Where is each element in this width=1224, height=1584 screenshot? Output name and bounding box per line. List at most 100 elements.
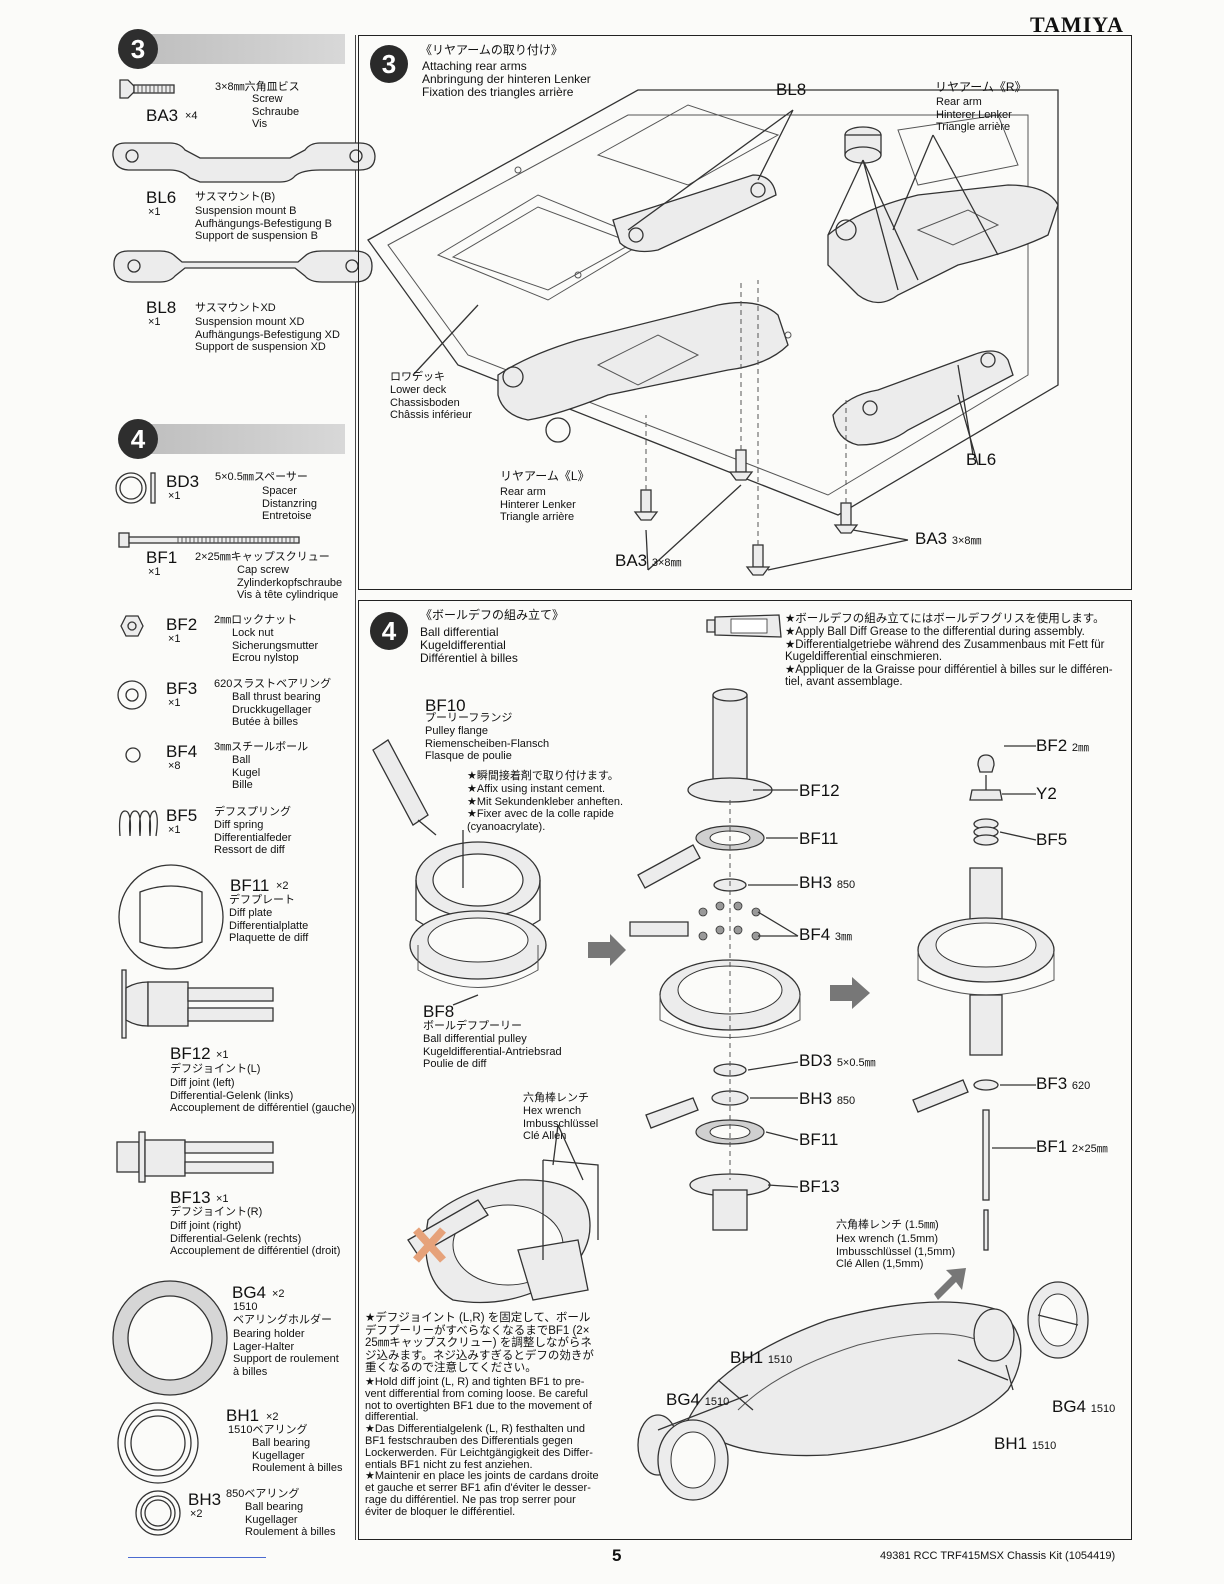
bf2-qty: ×1 — [168, 633, 181, 645]
callout-bh3-top-sub: 850 — [836, 879, 856, 891]
bf4-jp: 3㎜スチールボール — [214, 741, 309, 753]
callout-bg4-left-code: BG4 — [666, 1390, 701, 1409]
bl8-jp: サスマウントXD — [195, 302, 276, 314]
ba3-qty: ×4 — [185, 110, 198, 122]
bf4-ball-icon — [125, 747, 141, 763]
bf4-names: Ball Kugel Bille — [232, 754, 261, 791]
rear-arm-l-names: Rear arm Hinterer Lenker Triangle arrièr… — [500, 486, 576, 523]
callout-bh3-bottom: BH3 850 — [799, 1089, 855, 1109]
bf2-jp: 2㎜ロックナット — [214, 614, 298, 626]
bf5-spring-icon — [118, 810, 158, 837]
step4-parts-bar — [130, 424, 345, 454]
step4-number: 4 — [370, 612, 408, 650]
cement-note-jp: ★瞬間接着剤で取り付けます。 — [467, 770, 619, 782]
step3-parts-bar — [130, 34, 345, 64]
ba3-screw-icon — [119, 79, 175, 99]
step3-number: 3 — [370, 45, 408, 83]
bf5-jp: デフスプリング — [214, 806, 291, 818]
bh3-jp: 850ベアリング — [226, 1488, 300, 1500]
bl6-code: BL6 — [146, 188, 177, 207]
callout-bf2-code: BF2 — [1036, 736, 1068, 755]
step4-title: Ball differential Kugeldifferential Diff… — [420, 625, 518, 665]
callout-y2: Y2 — [1036, 784, 1057, 803]
callout-bd3-sub: 5×0.5㎜ — [836, 1057, 876, 1069]
tighten-note-jp: ★デフジョイント (L,R) を固定して、ボール デフプーリーがすべらなくなるま… — [365, 1312, 594, 1374]
callout-bg4-right-code: BG4 — [1052, 1397, 1087, 1416]
bf3-names: Ball thrust bearing Druckkugellager Buté… — [232, 691, 321, 728]
ba3-names: Screw Schraube Vis — [252, 93, 300, 130]
bf4-code: BF4 — [166, 742, 198, 761]
callout-bf3-code: BF3 — [1036, 1074, 1068, 1093]
bh3-bearing-icon — [135, 1490, 181, 1536]
bd3-qty: ×1 — [168, 490, 181, 502]
step3-ba3-left: BA3 3×8㎜ — [615, 551, 682, 571]
bl6-jp: サスマウント(B) — [195, 191, 276, 203]
callout-bf2: BF2 2㎜ — [1036, 736, 1089, 756]
bl6-mount-icon — [112, 142, 376, 183]
callout-bf12: BF12 — [799, 781, 840, 800]
bl6-qty: ×1 — [148, 206, 161, 218]
bh3-code: BH3 — [188, 1490, 222, 1509]
bh1-names: Ball bearing Kugellager Roulement à bill… — [252, 1437, 343, 1474]
grease-note-jp: ★ボールデフの組み立てにはボールデフグリスを使用します。 — [785, 613, 1105, 625]
bd3-code: BD3 — [166, 472, 200, 491]
callout-bh1-right-code: BH1 — [994, 1434, 1028, 1453]
step3-label-bl6: BL6 — [966, 450, 997, 469]
callout-bf11-bottom: BF11 — [799, 1130, 839, 1149]
callout-bg4-left: BG4 1510 — [666, 1390, 729, 1410]
bf13-diff-joint-icon — [116, 1131, 274, 1183]
bh1-bearing-icon — [117, 1402, 199, 1484]
bf11-code: BF11 — [230, 876, 270, 895]
bl6-names: Suspension mount B Aufhängungs-Befestigu… — [195, 205, 332, 242]
bf11-jp: デフプレート — [229, 894, 295, 906]
callout-bf1-code: BF1 — [1036, 1137, 1068, 1156]
brand-logo: TAMIYA — [1030, 12, 1125, 37]
callout-bg4-right-sub: 1510 — [1090, 1403, 1116, 1415]
callout-bf4-sub: 3㎜ — [834, 931, 853, 943]
bf3-code: BF3 — [166, 679, 198, 698]
ba3-jp: 3×8㎜六角皿ビス — [215, 81, 300, 93]
callout-bf4: BF4 3㎜ — [799, 925, 852, 945]
bf5-names: Diff spring Differentialfeder Ressort de… — [214, 819, 292, 856]
step4-title-jp: 《ボールデフの組み立て》 — [420, 608, 565, 622]
kit-info: 49381 RCC TRF415MSX Chassis Kit (1054419… — [880, 1550, 1116, 1562]
bf11-names: Diff plate Differentialplatte Plaquette … — [229, 907, 309, 944]
bf10-label: BF10 — [425, 696, 466, 715]
bf12-diff-joint-icon — [121, 969, 274, 1039]
bf1-code: BF1 — [146, 548, 178, 567]
bf1-names: Cap screw Zylinderkopfschraube Vis à têt… — [237, 564, 343, 601]
bf3-thrust-bearing-icon — [117, 680, 147, 710]
step3-ba3-right-code: BA3 — [915, 529, 948, 548]
bf3-jp: 620スラストベアリング — [214, 678, 332, 690]
bd3-names: Spacer Distanzring Entretoise — [262, 485, 318, 522]
bf1-screw-icon — [118, 532, 300, 548]
callout-bh3-bottom-code: BH3 — [799, 1089, 833, 1108]
bh1-jp: 1510ベアリング — [228, 1424, 308, 1436]
tighten-note: ★Hold diff joint (L, R) and tighten BF1 … — [365, 1376, 599, 1518]
step3-panel — [358, 35, 1132, 590]
step3-label-bl8: BL8 — [776, 80, 807, 99]
bf4-qty: ×8 — [168, 760, 181, 772]
callout-bf13: BF13 — [799, 1177, 840, 1196]
bf13-names: Diff joint (right) Differential-Gelenk (… — [170, 1220, 341, 1257]
diff-grease-icon — [706, 614, 782, 638]
callout-bh1-left-code: BH1 — [730, 1348, 764, 1367]
callout-bf4-code: BF4 — [799, 925, 831, 944]
ball-diff-assembly-drawing — [372, 688, 1089, 1501]
hex-wrench-jp: 六角棒レンチ — [523, 1092, 589, 1104]
bf5-qty: ×1 — [168, 824, 181, 836]
bf11-diff-plate-icon — [118, 864, 224, 970]
callout-bf3-sub: 620 — [1071, 1080, 1091, 1092]
bf8-jp: ボールデフプーリー — [423, 1020, 522, 1032]
rear-arm-l-jp: リヤアーム《L》 — [500, 469, 590, 483]
bh1-code: BH1 — [226, 1406, 260, 1425]
bf2-names: Lock nut Sicherungsmutter Ecrou nylstop — [232, 627, 319, 664]
bf3-qty: ×1 — [168, 697, 181, 709]
bf13-qty: ×1 — [216, 1193, 229, 1205]
callout-bf5: BF5 — [1036, 830, 1068, 849]
callout-bh3-bottom-sub: 850 — [836, 1095, 856, 1107]
bf8-names: Ball differential pulley Kugeldifferenti… — [423, 1033, 562, 1070]
step4-panel — [358, 600, 1132, 1540]
callout-bf11-top: BF11 — [799, 829, 839, 848]
bf5-code: BF5 — [166, 806, 198, 825]
